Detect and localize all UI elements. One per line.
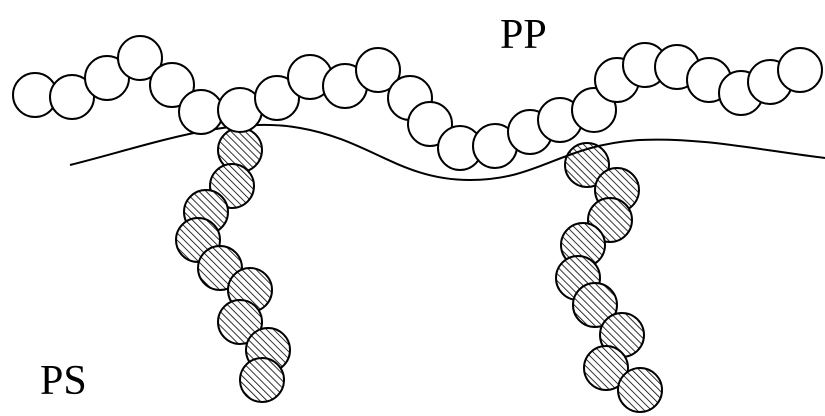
- open-bead-6: [179, 90, 223, 134]
- label-ps: PS: [40, 358, 87, 404]
- hatched-bead-9: [618, 368, 662, 412]
- hatched-bead-9: [240, 358, 284, 402]
- top-open-chain: [13, 36, 822, 170]
- left-hatched-chain: [176, 128, 290, 402]
- right-hatched-chain: [556, 143, 662, 412]
- open-bead-25: [778, 48, 822, 92]
- label-pp: PP: [500, 12, 547, 58]
